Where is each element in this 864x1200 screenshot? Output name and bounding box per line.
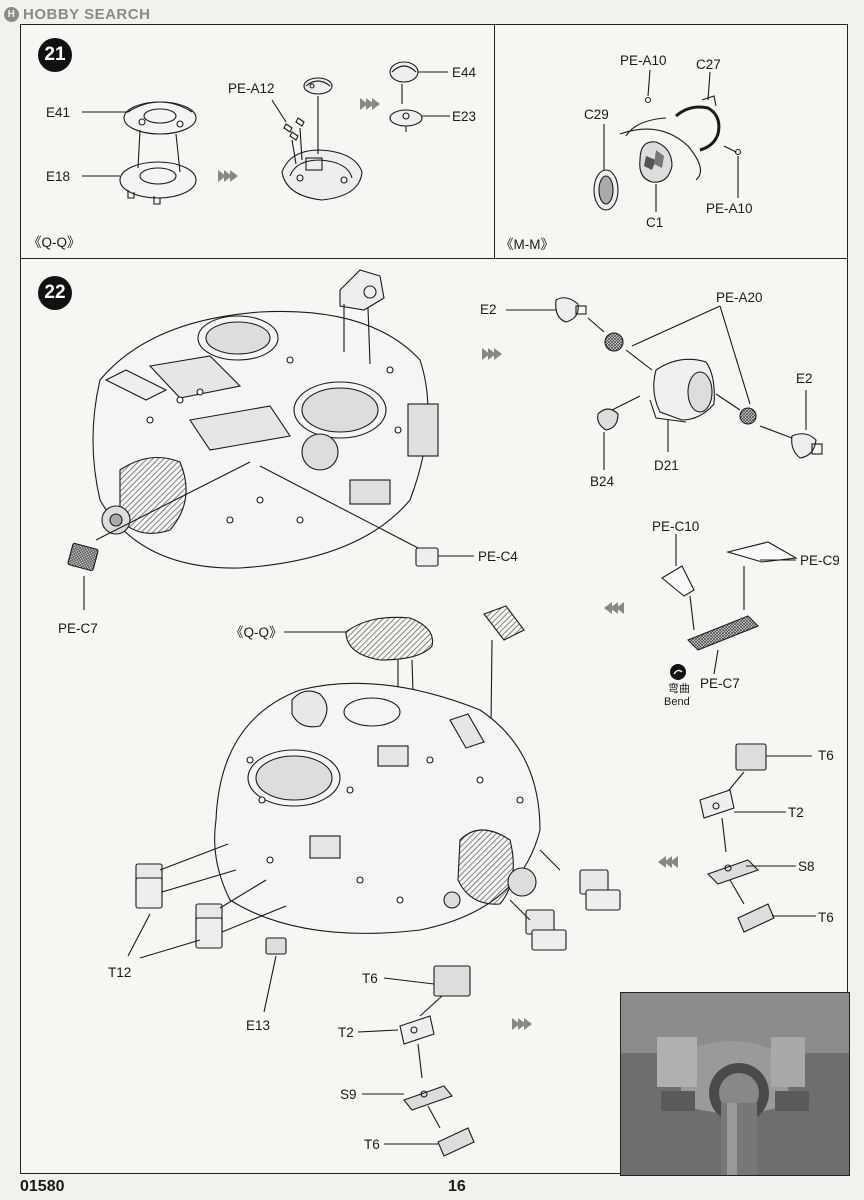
label-e18: E18: [46, 169, 71, 184]
view-label-m-m: 《M-M》: [500, 237, 554, 252]
e18-part: [119, 161, 197, 205]
d21-part: [649, 358, 715, 423]
e13-part: [265, 937, 287, 955]
s9-guide: [403, 1085, 453, 1111]
arrow-22c: [658, 856, 678, 868]
t6-link-d: [437, 1127, 475, 1157]
track-links-left: [135, 863, 223, 949]
label-t2-a: T2: [788, 805, 804, 820]
bend-icon: [670, 664, 686, 680]
label-c1: C1: [646, 215, 664, 230]
label-bend-cn: 弯曲: [668, 683, 690, 695]
label-e44: E44: [452, 65, 477, 80]
label-s9: S9: [340, 1087, 357, 1102]
label-t12: T12: [108, 965, 132, 980]
q-q-insert: [345, 616, 434, 661]
label-e2-b: E2: [796, 371, 813, 386]
pe-c4-plate: [415, 547, 439, 567]
page-number: 16: [448, 1178, 466, 1195]
arrow-22b: [604, 602, 624, 614]
e2-part-a: [555, 297, 587, 323]
pe-c7-plate-a: [67, 542, 99, 572]
c27-part: [675, 95, 721, 152]
label-s8: S8: [798, 859, 815, 874]
pe-a20-mesh-b: [739, 407, 757, 425]
label-pe-a12: PE-A12: [228, 81, 275, 96]
c29-part: [593, 169, 619, 211]
step-21-right-panel: [494, 24, 848, 260]
label-t6-a: T6: [818, 748, 834, 763]
label-t6-c: T6: [362, 971, 378, 986]
pe-c7-plate-b: [687, 615, 759, 651]
hatch-dome-small: [303, 77, 333, 95]
arrow-21b: [360, 98, 380, 110]
turret-upper: [92, 310, 439, 569]
logo-badge: H: [4, 6, 19, 22]
pe-a20-mesh-a: [604, 332, 624, 352]
label-pe-c10: PE-C10: [652, 519, 700, 534]
reference-photo-art: [621, 993, 849, 1175]
label-t6-d: T6: [364, 1137, 380, 1152]
s8-guide: [706, 859, 760, 885]
step-21-badge: 21: [38, 38, 72, 72]
arrow-21a: [218, 170, 238, 182]
label-e2-a: E2: [480, 302, 497, 317]
view-label-q-q-21: 《Q-Q》: [28, 235, 81, 250]
label-t2-b: T2: [338, 1025, 354, 1040]
e23-part: [389, 109, 423, 132]
reference-photo: [620, 992, 850, 1176]
turret-top-box: [339, 269, 385, 311]
label-e13: E13: [246, 1018, 271, 1033]
label-pe-a10-top: PE-A10: [620, 53, 667, 68]
hatch-assembly-21: [281, 149, 363, 201]
label-pe-c7-a: PE-C7: [58, 621, 98, 636]
label-pe-c9: PE-C9: [800, 553, 840, 568]
label-c29: C29: [584, 107, 609, 122]
label-e23: E23: [452, 109, 477, 124]
t2-link-b: [399, 1015, 435, 1045]
c1-part: [639, 141, 673, 183]
label-pe-a10-bottom: PE-A10: [706, 201, 753, 216]
step-21-left-panel: [20, 24, 496, 260]
label-pe-a20: PE-A20: [716, 290, 763, 305]
t6-link-c: [433, 965, 471, 997]
turret-lower: [214, 682, 541, 934]
e41-part: [123, 101, 197, 135]
track-links-right: [525, 869, 621, 951]
label-pe-c4: PE-C4: [478, 549, 518, 564]
arrow-22a: [482, 348, 502, 360]
e44-part: [389, 61, 419, 83]
hatch-panel-top: [483, 605, 525, 641]
pe-a12-parts: [283, 117, 305, 141]
t6-link-a: [735, 743, 767, 771]
watermark-logo: H HOBBY SEARCH: [4, 4, 150, 24]
watermark-text: HOBBY SEARCH: [23, 5, 151, 23]
step-22-badge: 22: [38, 276, 72, 310]
label-e41: E41: [46, 105, 71, 120]
pe-c10-plate: [661, 565, 695, 597]
label-c27: C27: [696, 57, 721, 72]
pe-c9-plate: [725, 541, 798, 563]
label-b24: B24: [590, 474, 615, 489]
t2-link-a: [699, 789, 735, 819]
b24-part: [597, 408, 619, 431]
product-code: 01580: [20, 1178, 65, 1195]
e2-part-b: [791, 433, 823, 459]
label-pe-c7-b: PE-C7: [700, 676, 740, 691]
arrow-22d: [512, 1018, 532, 1030]
view-label-q-q-22: 《Q-Q》: [230, 625, 283, 640]
label-t6-b: T6: [818, 910, 834, 925]
label-bend-en: Bend: [664, 696, 690, 708]
t6-link-b: [737, 903, 775, 933]
label-d21: D21: [654, 458, 679, 473]
